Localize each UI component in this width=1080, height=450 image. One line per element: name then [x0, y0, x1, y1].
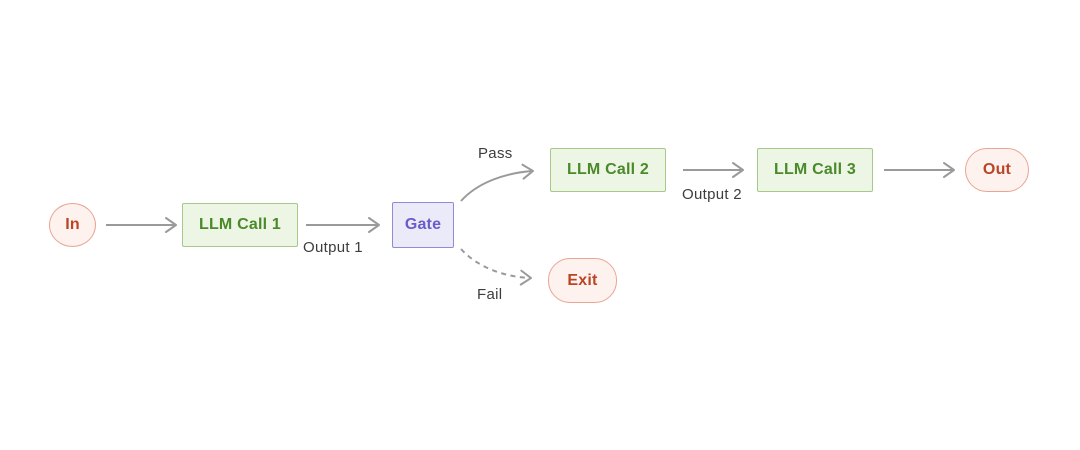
node-out: Out: [965, 148, 1029, 192]
node-llm-call-3: LLM Call 3: [757, 148, 873, 192]
edge-label-fail: Fail: [477, 286, 503, 303]
node-exit-label: Exit: [567, 271, 598, 289]
node-llm-call-1-label: LLM Call 1: [198, 216, 281, 233]
node-in-label: In: [65, 216, 80, 233]
node-llm-call-3-label: LLM Call 3: [773, 161, 856, 178]
node-gate: Gate: [392, 202, 454, 248]
edge-gate-fail-to-exit: [460, 248, 532, 286]
node-llm-call-1: LLM Call 1: [182, 203, 298, 247]
node-out-label: Out: [982, 161, 1012, 178]
node-gate-label: Gate: [404, 216, 442, 233]
node-in: In: [49, 203, 96, 247]
node-llm-call-2: LLM Call 2: [550, 148, 666, 192]
node-llm-call-2-label: LLM Call 2: [566, 161, 649, 178]
edge-label-output-2: Output 2: [682, 186, 742, 203]
edge-label-output-1: Output 1: [303, 239, 363, 256]
node-exit: Exit: [548, 258, 617, 303]
edge-gate-pass-to-llm-call-2: [460, 163, 534, 202]
edge-label-pass: Pass: [478, 145, 513, 162]
